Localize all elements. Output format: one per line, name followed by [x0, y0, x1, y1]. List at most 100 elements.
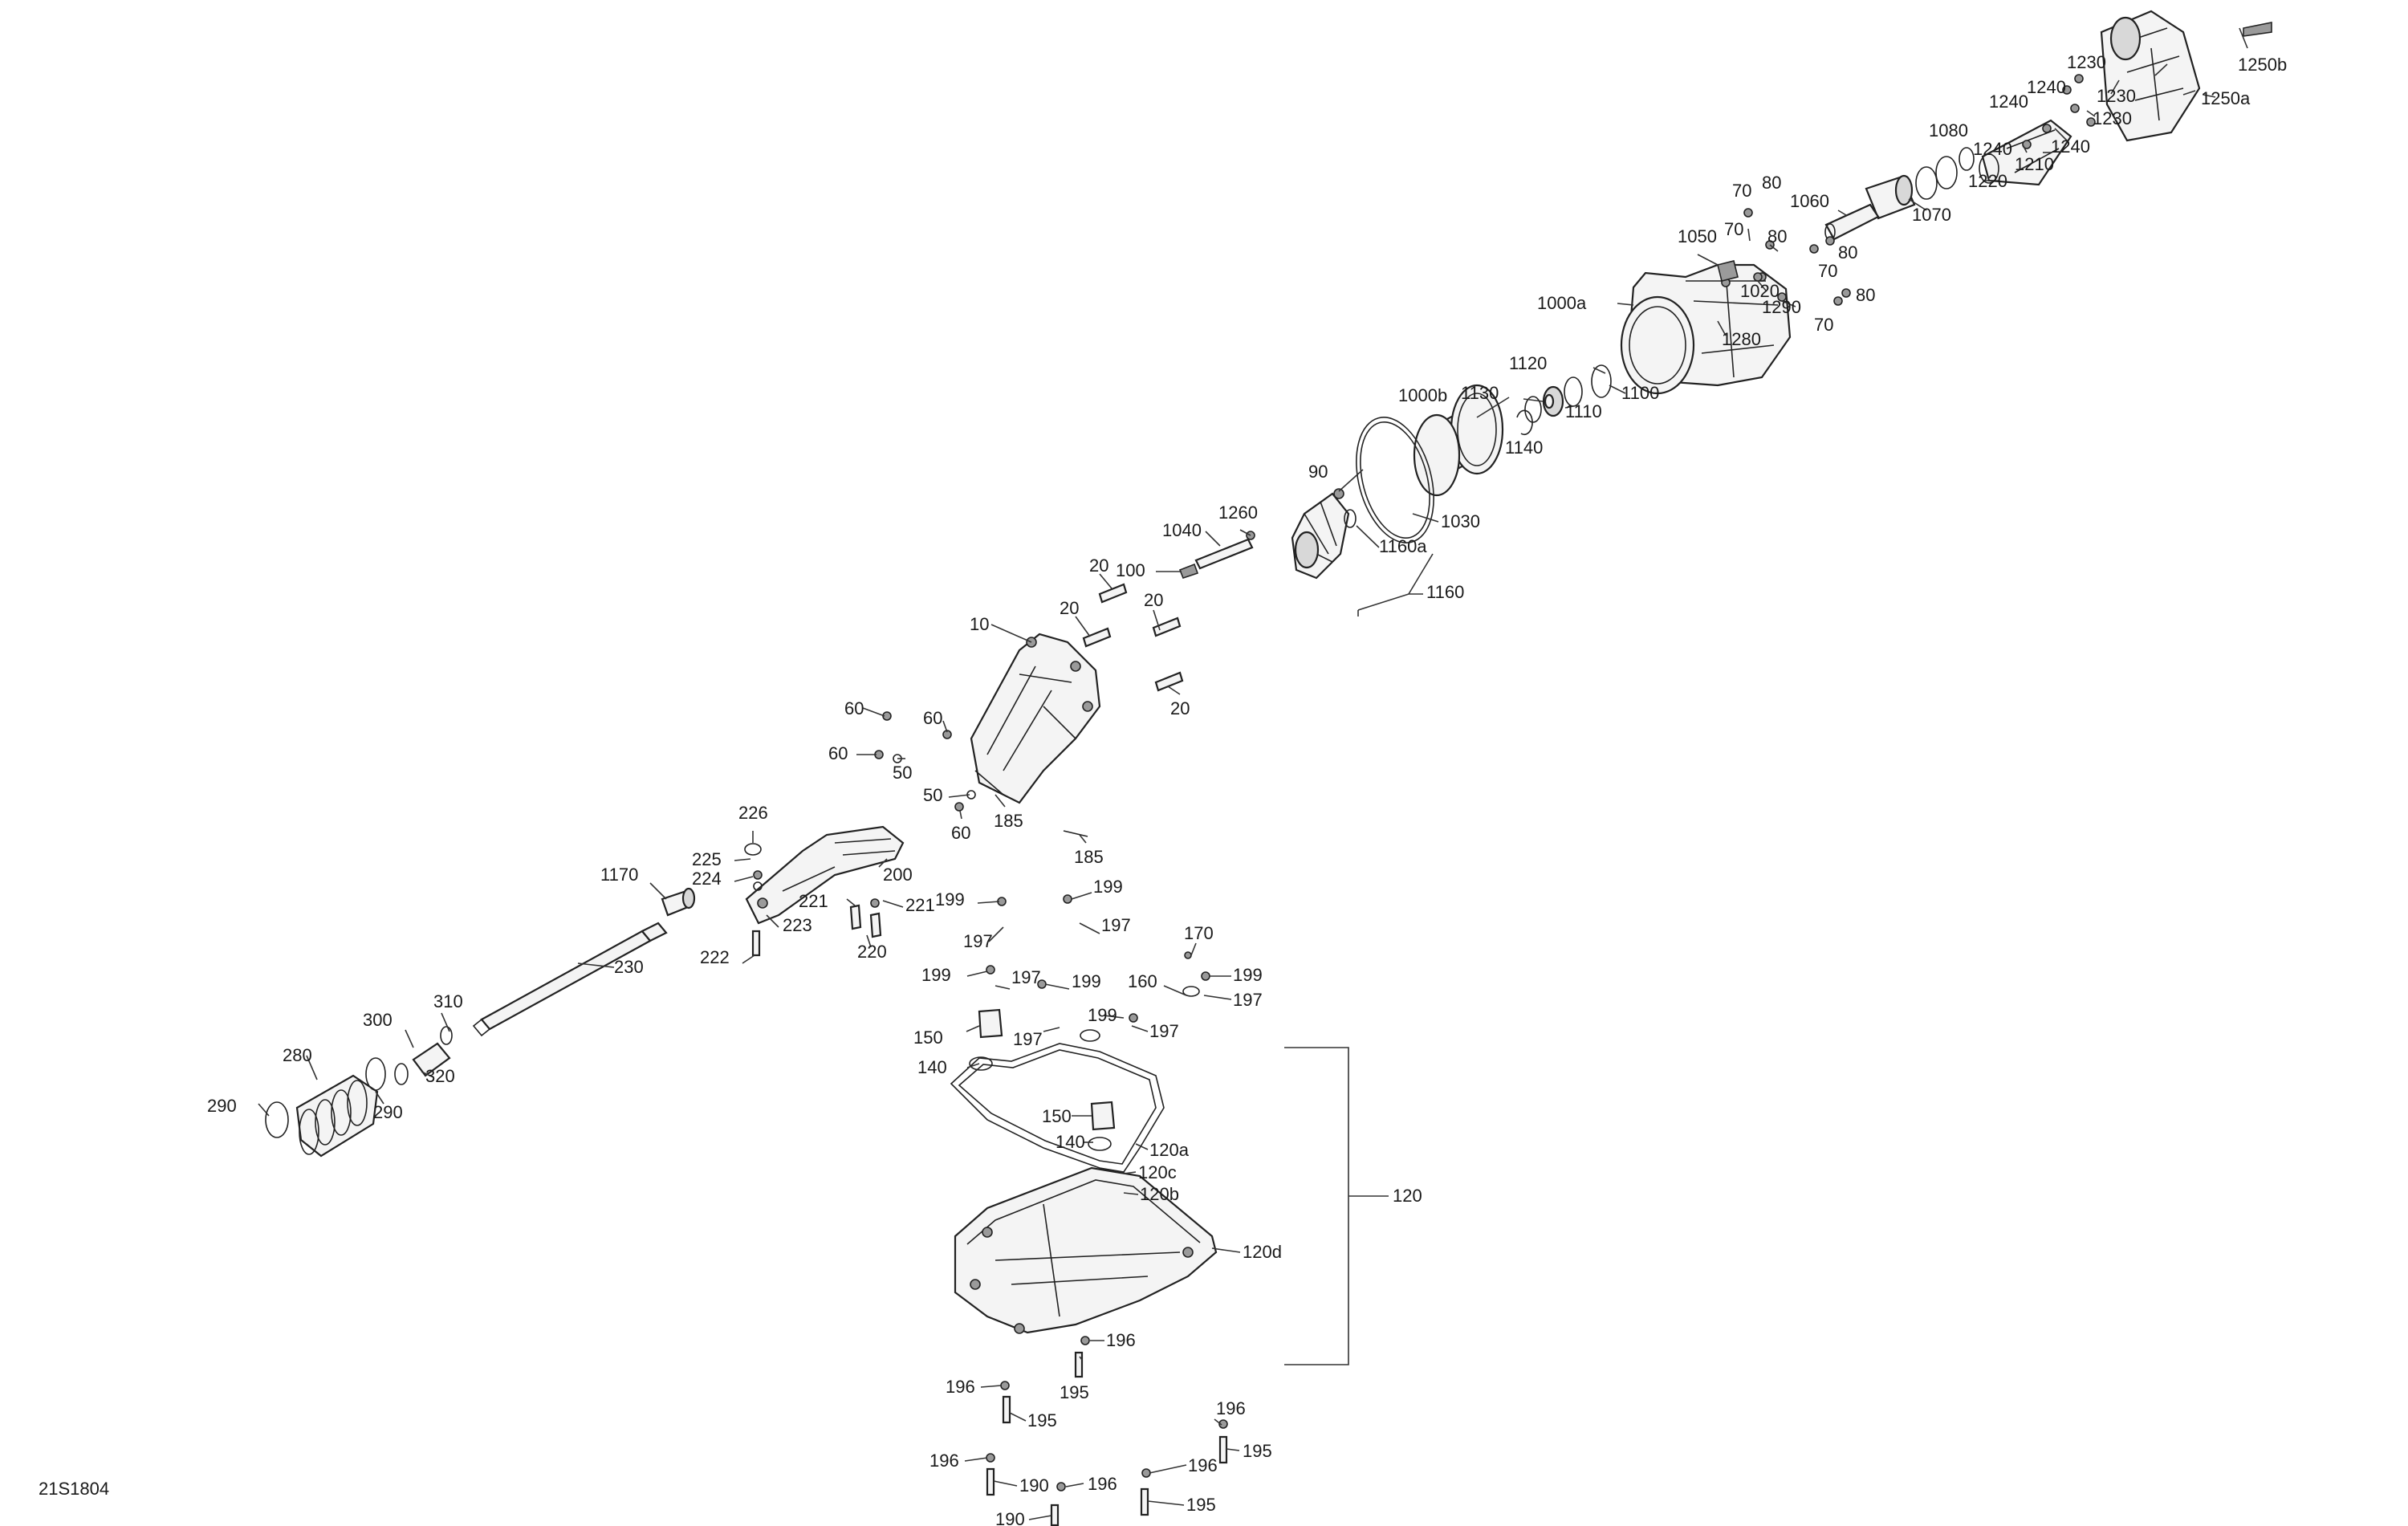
- fitting-1050: [1717, 260, 1739, 282]
- callout-label: 226: [738, 803, 768, 823]
- callout-label: 310: [433, 991, 463, 1011]
- callout-label: 120: [1393, 1186, 1422, 1206]
- callout-label: 140: [1056, 1132, 1085, 1152]
- ride-plate-gasket: [950, 1043, 1165, 1173]
- callout-label: 1170: [600, 865, 638, 885]
- callout-label: 120b: [1140, 1184, 1179, 1204]
- callout-label: 199: [1093, 877, 1123, 897]
- diagram-reference-id: 21S1804: [39, 1479, 109, 1499]
- callout-label: 223: [783, 915, 812, 935]
- callout-label: 20: [1170, 698, 1190, 718]
- callout-label: 60: [828, 743, 848, 763]
- screws-50-60: [874, 711, 976, 812]
- hardware-70-80: [1743, 208, 1851, 306]
- callout-label: 1220: [1968, 171, 2007, 191]
- pins-185: [974, 770, 1088, 837]
- callout-label: 224: [692, 869, 722, 889]
- circlip-1140: [1516, 409, 1533, 436]
- screw-222: [751, 930, 761, 957]
- callout-label: 1240: [1989, 92, 2028, 112]
- callout-label: 197: [1101, 915, 1131, 935]
- bushings-150: [978, 1008, 1116, 1131]
- callout-label: 120d: [1243, 1242, 1282, 1262]
- o-rings-1220: [1915, 147, 1975, 200]
- callout-label: 185: [994, 811, 1023, 831]
- callout-label: 199: [1072, 971, 1101, 991]
- callout-label: 1240: [2027, 77, 2066, 97]
- seal-carrier: [394, 1026, 453, 1085]
- callout-label: 221: [799, 891, 828, 911]
- rubber-boot: [295, 1074, 379, 1158]
- callout-label: 50: [893, 763, 912, 783]
- callout-label: 1030: [1441, 511, 1480, 531]
- steering-arm: [745, 825, 905, 925]
- callout-label: 1240: [1973, 139, 2012, 159]
- callout-label: 230: [614, 957, 644, 977]
- callout-label: 1070: [1912, 205, 1951, 225]
- callout-label: 1020: [1740, 281, 1780, 301]
- callout-label: 70: [1814, 315, 1833, 335]
- wear-ring: [1413, 384, 1504, 497]
- callout-label: 1210: [2015, 154, 2054, 174]
- callout-label: 1100: [1621, 383, 1659, 403]
- washer-226: [744, 843, 762, 856]
- callout-label: 1050: [1678, 226, 1717, 246]
- callout-label: 1260: [1218, 503, 1258, 523]
- callout-label: 1040: [1162, 520, 1202, 540]
- shaft-1060: [1824, 203, 1880, 241]
- callout-label: 200: [883, 865, 913, 885]
- bolt-1250b: [2243, 22, 2272, 37]
- pump-housing: [1620, 263, 1792, 395]
- callout-label: 221: [905, 895, 935, 915]
- callout-label: 197: [963, 931, 993, 951]
- callout-label: 220: [857, 942, 887, 962]
- callout-label: 120c: [1138, 1162, 1177, 1182]
- callout-label: 60: [923, 708, 942, 728]
- callout-label: 150: [1042, 1106, 1072, 1126]
- callout-label: 70: [1724, 219, 1743, 239]
- callout-label: 196: [1188, 1455, 1218, 1475]
- callout-label: 1290: [1762, 297, 1801, 317]
- callout-label: 197: [1149, 1021, 1179, 1041]
- ride-plate: [954, 1166, 1218, 1334]
- callout-label: 80: [1767, 226, 1787, 246]
- callout-label: 222: [700, 947, 730, 967]
- callout-label: 80: [1838, 242, 1857, 262]
- shaft-1040: [1178, 531, 1255, 579]
- callout-label: 1280: [1722, 329, 1761, 349]
- callout-label: 140: [917, 1057, 947, 1077]
- callout-label: 80: [1856, 285, 1875, 305]
- callout-label: 195: [1186, 1495, 1216, 1515]
- callout-label: 1110: [1565, 401, 1602, 421]
- impeller: [1291, 488, 1357, 580]
- callout-label: 1120: [1509, 353, 1547, 373]
- callout-label: 196: [946, 1377, 975, 1397]
- callout-label: 1130: [1461, 383, 1499, 403]
- callout-label: 1140: [1505, 437, 1543, 458]
- callout-label: 1160: [1426, 582, 1464, 602]
- callout-label: 1060: [1790, 191, 1829, 211]
- callout-label: 280: [283, 1045, 312, 1065]
- callout-label: 160: [1128, 971, 1157, 991]
- callout-label: 199: [935, 889, 965, 909]
- bearing-1070: [1865, 174, 1916, 220]
- callout-label: 197: [1011, 967, 1041, 987]
- callout-label: 1230: [2097, 86, 2136, 106]
- callout-labels: 1250b 1230 1240 1230 1250a 1240 1230 108…: [207, 52, 2287, 1526]
- callout-label: 1230: [2093, 108, 2132, 128]
- fastener-dots-top: [2022, 74, 2096, 149]
- callout-label: 60: [844, 698, 864, 718]
- callout-label: 150: [913, 1028, 943, 1048]
- callout-label: 70: [1732, 181, 1751, 201]
- callout-label: 1250b: [2238, 55, 2287, 75]
- small-hardware-224-225: [753, 870, 763, 891]
- callout-label: 225: [692, 849, 722, 869]
- callout-label: 199: [1233, 965, 1263, 985]
- callout-label: 10: [970, 614, 989, 634]
- callout-label: 300: [363, 1010, 393, 1030]
- leader-lines: [258, 27, 2248, 1520]
- studs-20: [1082, 583, 1184, 692]
- hose-clamps: [265, 1057, 386, 1138]
- callout-label: 199: [1088, 1005, 1117, 1025]
